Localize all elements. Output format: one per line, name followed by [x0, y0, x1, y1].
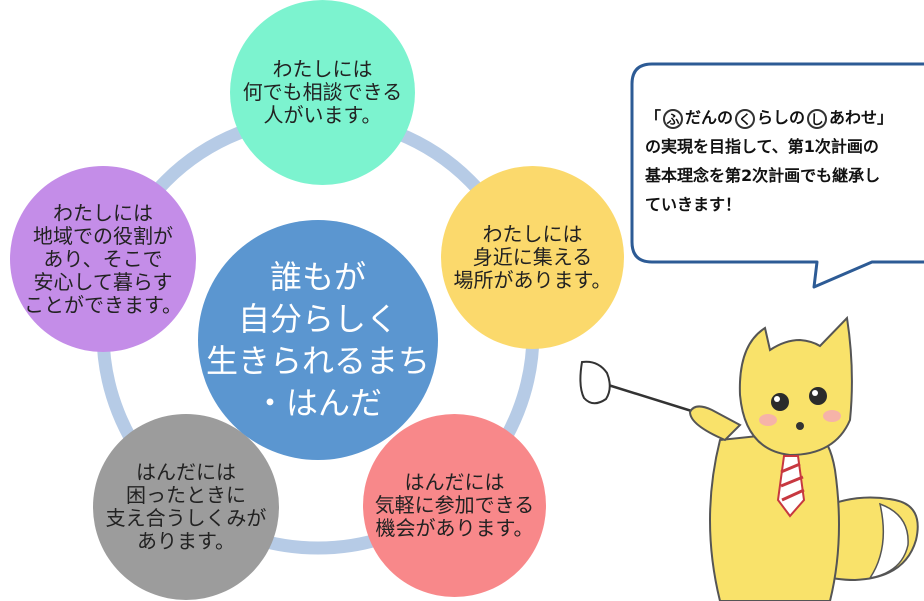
fox-head: [738, 315, 853, 457]
circled-letter-fu: ふ: [663, 108, 684, 129]
circle-participation-line: 気軽に参加できる: [374, 493, 535, 517]
fox-body: [709, 428, 840, 601]
bubble-line-2: の実現を目指して、第1次計画の: [645, 137, 879, 156]
circle-community-role-line: 安心して暮らす: [33, 269, 173, 294]
circle-participation-line: 機会があります。: [375, 516, 534, 540]
circle-consultation-line: 人がいます。: [263, 103, 382, 127]
bubble-open-bracket: 「: [645, 108, 662, 127]
vision-line: ・はんだ: [254, 384, 383, 422]
circle-mutual-support-line: はんだには: [136, 460, 236, 484]
fox-eye-left: [771, 393, 789, 411]
center-circle-vision: 誰もが 自分らしく 生きられるまち ・はんだ: [198, 220, 438, 460]
speech-bubble: [630, 62, 924, 289]
bubble-line-4: ていきます！: [645, 195, 742, 214]
circle-community-role-line: あり、そこで: [43, 246, 163, 271]
circle-community-role-line: ことができます。: [24, 292, 182, 317]
fox-eye-right: [809, 387, 827, 405]
circle-mutual-support: はんだには 困ったときに 支え合うしくみが あります。: [93, 414, 279, 600]
circle-mutual-support-line: 困ったときに: [126, 483, 246, 507]
circle-gathering-place-line: 場所があります。: [453, 268, 612, 292]
vision-line: 生きられるまち: [206, 342, 431, 380]
bubble-segment-1: だんの: [685, 108, 734, 127]
bubble-segment-2: らしの: [757, 108, 806, 127]
fox-mascot-illustration: [579, 315, 919, 601]
circle-gathering-place-line: わたしには: [482, 222, 583, 246]
vision-line: 誰もが: [270, 258, 367, 296]
circle-gathering-place-line: 身近に集える: [472, 245, 593, 269]
circle-mutual-support-line: 支え合うしくみが: [105, 506, 267, 530]
bubble-line-1: 「ふだんのくらしのしあわせ」: [645, 103, 924, 132]
fox-arm: [688, 405, 742, 442]
bubble-line-3: 基本理念を第2次計画でも継承し: [645, 166, 881, 185]
circle-gathering-place: わたしには 身近に集える 場所があります。: [441, 166, 624, 349]
circle-community-role-line: 地域での役割が: [33, 223, 173, 248]
speech-bubble-text: 「ふだんのくらしのしあわせ」 の実現を目指して、第1次計画の 基本理念を第2次計…: [645, 103, 924, 219]
circle-community-role: わたしには 地域での役割が あり、そこで 安心して暮らす ことができます。: [10, 166, 196, 352]
circled-letter-shi: し: [807, 108, 828, 129]
bubble-segment-3: あわせ」: [829, 108, 894, 127]
vision-line: 自分らしく: [238, 300, 399, 338]
circle-participation: はんだには 気軽に参加できる 機会があります。: [363, 414, 546, 597]
circled-letter-ku: く: [735, 108, 756, 129]
circle-consultation-line: わたしには: [272, 57, 373, 81]
circle-consultation-line: 何でも相談できる: [242, 80, 403, 104]
pointing-hand: [579, 360, 611, 405]
circle-community-role-line: わたしには: [53, 200, 153, 225]
circle-participation-line: はんだには: [404, 470, 505, 494]
circle-consultation: わたしには 何でも相談できる 人がいます。: [230, 0, 415, 185]
circle-mutual-support-line: あります。: [137, 529, 235, 553]
